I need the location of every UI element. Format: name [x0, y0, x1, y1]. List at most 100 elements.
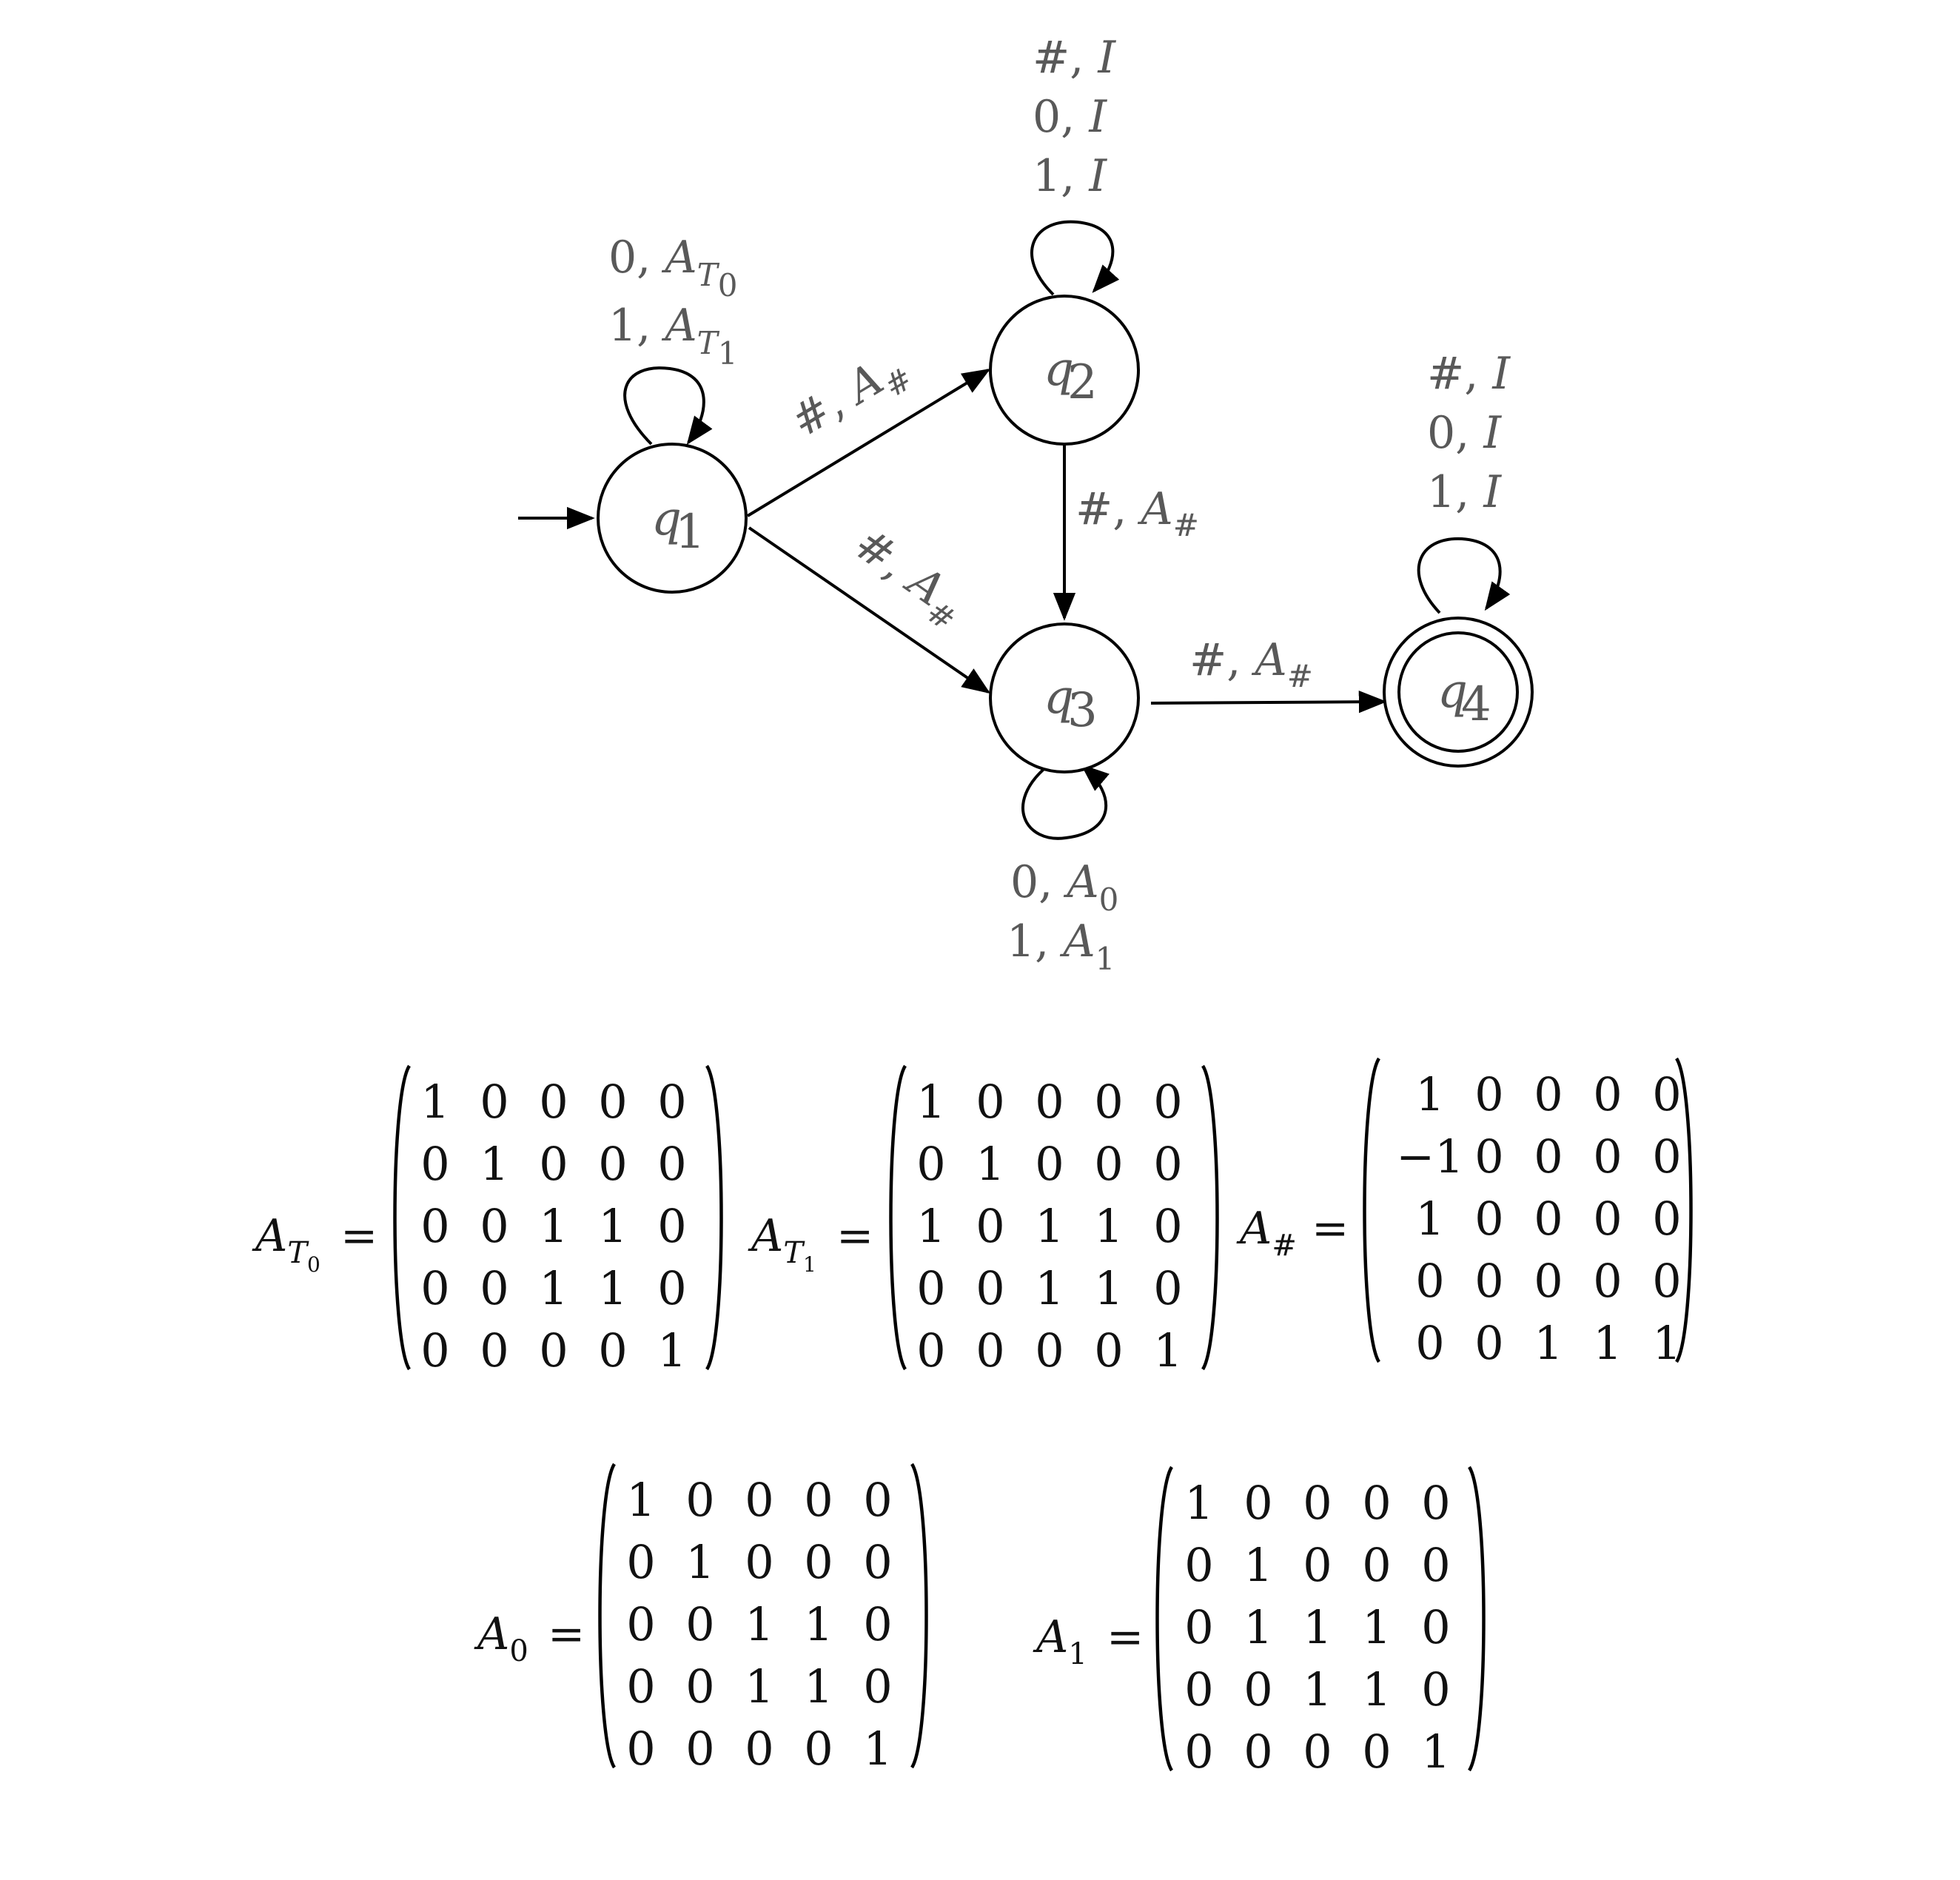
matrix-cell: 1	[1094, 1199, 1123, 1253]
matrix-cell: 1	[804, 1659, 833, 1713]
left-paren	[598, 1463, 616, 1769]
matrix-cell: 0	[420, 1323, 449, 1377]
matrix-cell: 0	[1534, 1067, 1563, 1121]
matrix-cell: 0	[685, 1659, 714, 1713]
matrix-cell: 0	[1184, 1662, 1213, 1716]
matrix-cell: 1	[976, 1137, 1004, 1191]
state-q1-label: q	[651, 491, 682, 546]
label-q1-q2: #, A#	[782, 340, 919, 454]
matrix-cell: 0	[745, 1722, 773, 1776]
matrix-cell: 0	[685, 1473, 714, 1527]
matrix-cell: 0	[1153, 1137, 1182, 1191]
svg-text:#, A#: #, A#	[782, 340, 919, 454]
edge-q1-q2	[746, 369, 991, 517]
matrix-cell: 1	[1303, 1662, 1332, 1716]
label-q4-loop: #, I 0, I 1, I	[1427, 348, 1511, 518]
matrix-cell: 0	[626, 1659, 655, 1713]
state-q3: q 3	[989, 622, 1140, 773]
svg-text:1, A1: 1, A1	[1007, 916, 1115, 977]
svg-text:1, AT1: 1, AT1	[608, 300, 737, 372]
matrix-cell: 0	[598, 1137, 627, 1191]
matrix-cell: 0	[863, 1597, 892, 1651]
state-q3-sub: 3	[1067, 683, 1098, 738]
edge-q1-loop	[623, 366, 713, 446]
matrix-cell: 1	[1593, 1316, 1622, 1370]
equals-sign: =	[836, 1210, 873, 1262]
matrix-cell: 0	[1362, 1725, 1391, 1779]
matrix-cell: 0	[480, 1199, 509, 1253]
matrix-cell: 0	[685, 1597, 714, 1651]
matrix-cell: 0	[1094, 1137, 1123, 1191]
label-q1-q3: #, A#	[845, 518, 962, 638]
matrix-cell: 0	[657, 1137, 686, 1191]
matrix-cell: 0	[916, 1137, 945, 1191]
matrix-cell: 1	[1094, 1261, 1123, 1315]
svg-text:0, I: 0, I	[1427, 407, 1502, 459]
matrix-cell: 0	[539, 1323, 568, 1377]
matrix-cell: 1	[745, 1659, 773, 1713]
matrix-cell: 0	[685, 1722, 714, 1776]
left-paren	[1155, 1466, 1173, 1772]
left-paren	[1363, 1057, 1380, 1363]
edge-q1-q3	[748, 526, 991, 694]
matrix-cell: 0	[1303, 1725, 1332, 1779]
label-q2-loop: #, I 0, I 1, I	[1033, 32, 1116, 202]
matrix-cell: 1	[1534, 1316, 1563, 1370]
matrix-cell: 1	[1415, 1192, 1444, 1246]
matrix-cell: 0	[976, 1323, 1004, 1377]
matrix-cell: 1	[1244, 1600, 1272, 1654]
svg-text:0, AT0: 0, AT0	[608, 232, 737, 303]
matrix-cell: 0	[480, 1075, 509, 1129]
matrix-name: A#	[1236, 1203, 1297, 1263]
matrix-cell: 0	[1035, 1323, 1064, 1377]
state-q1-sub: 1	[675, 505, 705, 560]
matrix-cell: 1	[539, 1199, 568, 1253]
matrix-cell: 1	[1652, 1316, 1681, 1370]
matrix-cell: 0	[1474, 1192, 1503, 1246]
equals-sign: =	[340, 1210, 377, 1262]
matrix-cell: 0	[1593, 1067, 1622, 1121]
matrix-cell: 1	[1153, 1323, 1182, 1377]
matrix-cell: 1	[1415, 1067, 1444, 1121]
matrix-cell: 0	[1362, 1538, 1391, 1592]
matrix-cell: 0	[420, 1199, 449, 1253]
matrix-cell: 0	[480, 1323, 509, 1377]
matrix-cell: 0	[804, 1473, 833, 1527]
label-q3-q4: #, A#	[1189, 634, 1313, 694]
matrix-cell: 0	[539, 1075, 568, 1129]
state-q3-label: q	[1044, 670, 1074, 725]
matrix-cell: 0	[1153, 1261, 1182, 1315]
matrix-cell: 0	[1184, 1725, 1213, 1779]
matrix-cell: 1	[1184, 1476, 1213, 1530]
matrix-cell: 0	[1652, 1254, 1681, 1308]
matrix-cell: 0	[1415, 1316, 1444, 1370]
matrix-cell: 0	[1303, 1538, 1332, 1592]
matrix-cell: 0	[863, 1659, 892, 1713]
matrix-cell: 0	[1421, 1600, 1450, 1654]
state-q2-label: q	[1044, 342, 1074, 397]
matrix-cell: 1	[1035, 1199, 1064, 1253]
matrix-cell: 0	[863, 1535, 892, 1589]
matrix-cell: 0	[1593, 1129, 1622, 1184]
edge-q4-loop	[1417, 537, 1511, 614]
matrix-cell: 1	[1421, 1725, 1450, 1779]
matrix-cell: 0	[657, 1199, 686, 1253]
state-q4-label: q	[1437, 664, 1468, 719]
matrix-cell: 0	[1244, 1476, 1272, 1530]
matrix-cell: 0	[863, 1473, 892, 1527]
matrix-cell: 0	[1094, 1075, 1123, 1129]
matrix-name: AT1	[748, 1210, 816, 1277]
svg-text:#, I: #, I	[1427, 348, 1511, 400]
label-q2-q3: #, A#	[1075, 483, 1199, 543]
matrix-name: A1	[1033, 1611, 1087, 1671]
svg-text:1, I: 1, I	[1427, 466, 1502, 518]
edge-q3-loop	[1021, 764, 1110, 840]
matrix-cell: 0	[626, 1597, 655, 1651]
matrix-cell: 0	[1593, 1254, 1622, 1308]
matrix-cell: 1	[916, 1199, 945, 1253]
matrix-cell: 0	[804, 1722, 833, 1776]
